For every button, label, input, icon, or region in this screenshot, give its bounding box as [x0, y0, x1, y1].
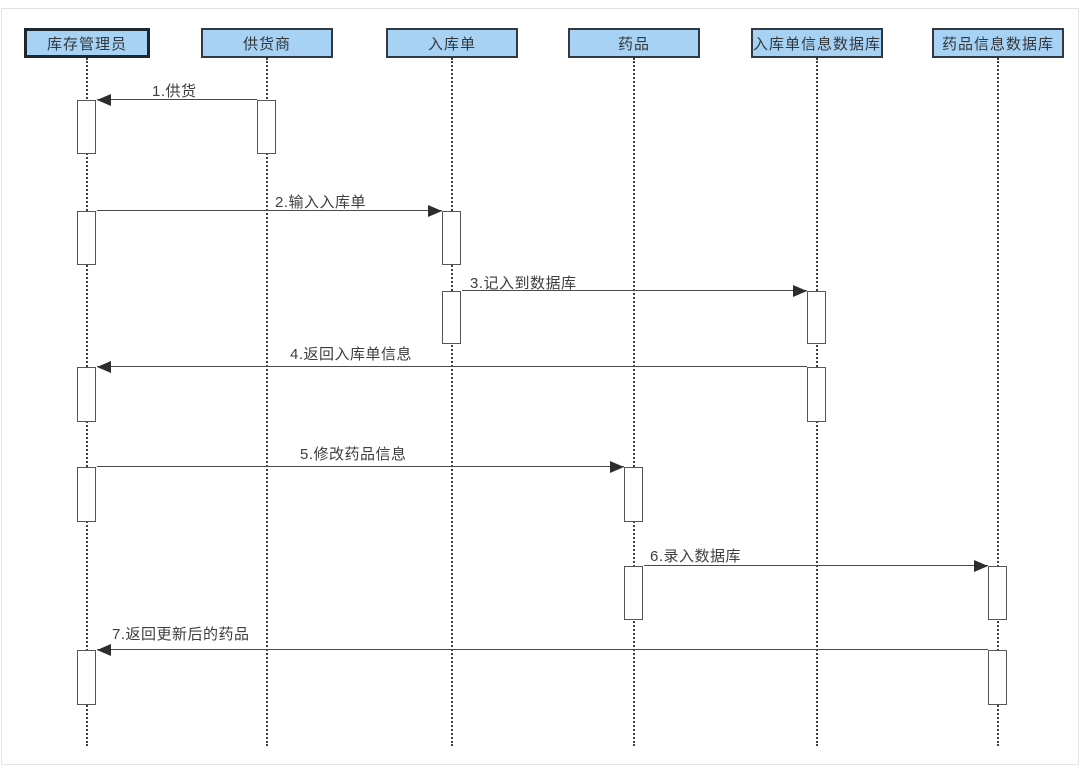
canvas-frame	[1, 8, 1079, 765]
activation-drug-10	[624, 566, 643, 620]
lifeline-label: 供货商	[242, 35, 291, 53]
activation-receipt-form-3	[442, 211, 461, 265]
message-label-7: 7.返回更新后的药品	[112, 626, 250, 643]
message-arrowhead-6	[974, 560, 988, 572]
lifeline-label: 入库单	[427, 35, 476, 53]
lifeline-head-drug: 药品	[568, 28, 700, 58]
activation-inventory-manager-2	[77, 211, 96, 265]
message-arrowhead-2	[428, 205, 442, 217]
lifeline-line-receipt-form	[451, 58, 453, 746]
activation-receipt-db-5	[807, 291, 826, 344]
lifeline-line-supplier	[266, 58, 268, 746]
message-line-4	[97, 366, 807, 367]
message-label-1: 1.供货	[152, 83, 197, 100]
lifeline-line-drug	[633, 58, 635, 746]
activation-inventory-manager-0	[77, 100, 96, 154]
activation-inventory-manager-13	[77, 650, 96, 705]
activation-drug-9	[624, 467, 643, 522]
lifeline-head-receipt-form: 入库单	[386, 28, 518, 58]
activation-drug-db-12	[988, 650, 1007, 705]
lifeline-head-inventory-manager: 库存管理员	[24, 28, 150, 58]
message-label-4: 4.返回入库单信息	[290, 346, 413, 363]
lifeline-label: 药品信息数据库	[941, 35, 1054, 53]
activation-supplier-1	[257, 100, 276, 154]
activation-receipt-form-4	[442, 291, 461, 344]
lifeline-head-supplier: 供货商	[201, 28, 333, 58]
activation-inventory-manager-8	[77, 467, 96, 522]
message-line-2	[97, 210, 442, 211]
message-arrowhead-1	[97, 94, 111, 106]
message-label-6: 6.录入数据库	[650, 548, 742, 565]
message-arrowhead-7	[97, 644, 111, 656]
message-line-5	[97, 466, 624, 467]
message-arrowhead-3	[793, 285, 807, 297]
message-line-3	[462, 290, 807, 291]
lifeline-head-receipt-db: 入库单信息数据库	[751, 28, 883, 58]
message-label-2: 2.输入入库单	[275, 194, 367, 211]
message-label-3: 3.记入到数据库	[470, 275, 577, 292]
lifeline-label: 药品	[617, 35, 650, 53]
activation-drug-db-11	[988, 566, 1007, 620]
message-line-1	[97, 99, 257, 100]
lifeline-label: 库存管理员	[46, 35, 127, 53]
activation-inventory-manager-7	[77, 367, 96, 422]
message-line-7	[97, 649, 988, 650]
lifeline-label: 入库单信息数据库	[753, 35, 882, 53]
message-arrowhead-5	[610, 461, 624, 473]
lifeline-line-drug-db	[997, 58, 999, 746]
lifeline-head-drug-db: 药品信息数据库	[932, 28, 1064, 58]
message-arrowhead-4	[97, 361, 111, 373]
activation-receipt-db-6	[807, 367, 826, 422]
message-label-5: 5.修改药品信息	[300, 446, 407, 463]
message-line-6	[644, 565, 988, 566]
